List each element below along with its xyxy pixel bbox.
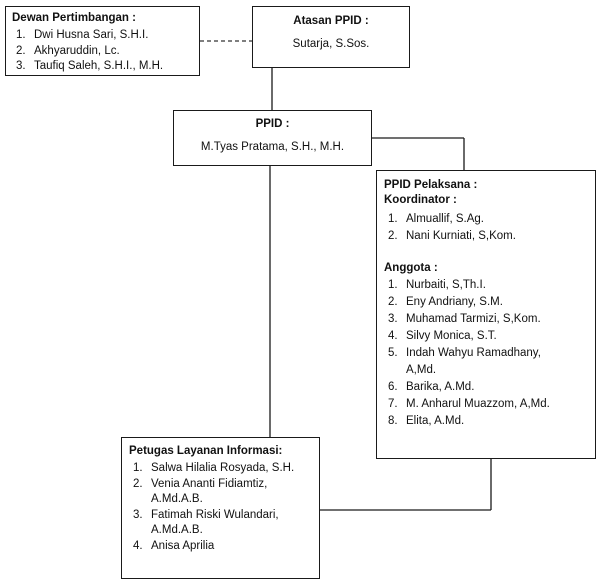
list-item: 3.Taufiq Saleh, S.H.I., M.H. (16, 60, 164, 72)
ppid-title: PPID : (255, 118, 290, 130)
atasan-title: Atasan PPID : (293, 15, 369, 27)
pelaksana-title: PPID Pelaksana : (384, 179, 478, 191)
atasan-name: Sutarja, S.Sos. (292, 38, 370, 50)
ppid-pelaksana-box: PPID Pelaksana : Koordinator : 1.Almuall… (376, 170, 596, 459)
koordinator-list: 1.Almuallif, S.Ag. 2.Nani Kurniati, S,Ko… (384, 211, 587, 245)
list-item: 5.Indah Wahyu Ramadhany, A,Md. (388, 347, 541, 376)
list-item: 4.Silvy Monica, S.T. (388, 330, 497, 342)
list-item: 3.Muhamad Tarmizi, S,Kom. (388, 313, 541, 325)
anggota-label: Anggota : (384, 262, 438, 274)
dewan-pertimbangan-box: Dewan Pertimbangan : 1.Dwi Husna Sari, S… (5, 6, 200, 76)
list-item: 6.Barika, A.Md. (388, 381, 475, 393)
list-item: 8.Elita, A.Md. (388, 415, 465, 427)
petugas-list: 1.Salwa Hilalia Rosyada, S.H. 2.Venia An… (129, 461, 311, 554)
list-item: 2.Venia Ananti Fidiamtiz, A.Md.A.B. (133, 477, 268, 506)
list-item: 7.M. Anharul Muazzom, A,Md. (388, 398, 550, 410)
ppid-name: M.Tyas Pratama, S.H., M.H. (200, 141, 345, 153)
list-item: 4.Anisa Aprilia (133, 539, 215, 552)
petugas-title: Petugas Layanan Informasi: (129, 445, 283, 457)
petugas-layanan-box: Petugas Layanan Informasi: 1.Salwa Hilal… (121, 437, 320, 579)
list-item: 1.Salwa Hilalia Rosyada, S.H. (133, 462, 295, 474)
anggota-list: 1.Nurbaiti, S,Th.I. 2.Eny Andriany, S.M.… (384, 277, 587, 430)
list-item: 1.Nurbaiti, S,Th.I. (388, 279, 486, 291)
ppid-box: PPID : M.Tyas Pratama, S.H., M.H. (173, 110, 372, 166)
list-item: 3.Fatimah Riski Wulandari, A.Md.A.B. (133, 508, 279, 537)
list-item: 1.Dwi Husna Sari, S.H.I. (16, 29, 149, 41)
list-item: 2.Eny Andriany, S.M. (388, 296, 503, 308)
atasan-ppid-box: Atasan PPID : Sutarja, S.Sos. (252, 6, 410, 68)
list-item: 2.Nani Kurniati, S,Kom. (388, 230, 516, 242)
dewan-list: 1.Dwi Husna Sari, S.H.I. 2.Akhyaruddin, … (12, 28, 193, 75)
dewan-title: Dewan Pertimbangan : (12, 12, 136, 24)
list-item: 1.Almuallif, S.Ag. (388, 213, 484, 225)
koordinator-label: Koordinator : (384, 194, 457, 206)
list-item: 2.Akhyaruddin, Lc. (16, 44, 120, 57)
